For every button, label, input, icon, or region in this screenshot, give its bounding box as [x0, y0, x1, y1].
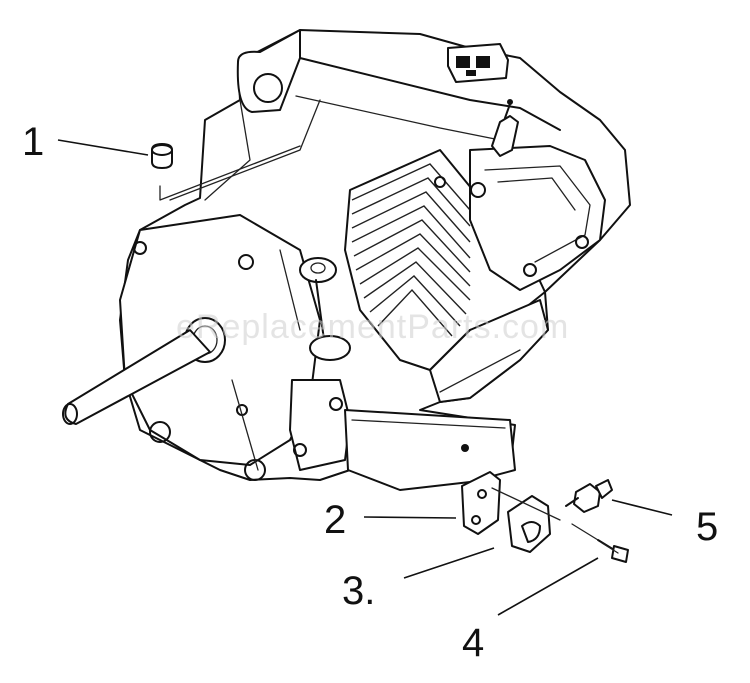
head-bolt — [470, 182, 486, 198]
callout-2: 2 — [324, 498, 346, 542]
cap-slot-right — [476, 56, 490, 68]
leader-lines — [57, 139, 673, 616]
front-cover — [119, 214, 321, 481]
governor-shaft — [315, 279, 325, 341]
cover-bolt — [238, 254, 254, 270]
part4-axis — [571, 523, 599, 541]
leader-1 — [57, 139, 149, 156]
cap-slot-bottom — [466, 70, 476, 76]
cylinder-head — [434, 145, 606, 291]
crankshaft — [62, 329, 211, 425]
oil-boss — [309, 335, 351, 361]
flange-bolt — [293, 443, 307, 457]
leader-2 — [363, 516, 457, 519]
base-plate — [344, 409, 516, 491]
watermark: eReplacementParts.com — [176, 308, 569, 346]
leader-3 — [403, 547, 495, 579]
part3-axis — [491, 487, 561, 521]
part-2-gasket — [461, 471, 501, 535]
head-bolt — [434, 176, 446, 188]
head-bolt — [575, 235, 589, 249]
cover-bolt — [133, 241, 147, 255]
cover-seam — [231, 379, 259, 471]
governor-boss-hole — [310, 262, 326, 274]
drain-hole — [461, 444, 469, 452]
inner-seam — [169, 99, 321, 201]
callout-5: 5 — [696, 505, 718, 549]
part-3-flange — [491, 487, 561, 553]
part-1-plug — [151, 143, 173, 169]
part-4-bolt — [571, 523, 629, 563]
shroud-edge — [439, 349, 521, 393]
part1-guide — [159, 145, 301, 201]
lift-hole — [253, 73, 283, 103]
housing-ridge — [295, 95, 501, 141]
governor-boss — [299, 257, 337, 283]
engine-assembly — [62, 29, 631, 491]
callout-4: 4 — [462, 621, 484, 665]
flange-bolt — [329, 397, 343, 411]
cover-seam — [279, 249, 301, 331]
callout-3: 3. — [342, 569, 375, 613]
leader-4 — [497, 557, 599, 616]
part-5-fitting — [565, 479, 613, 513]
callout-1: 1 — [22, 120, 44, 164]
housing-seam — [204, 99, 251, 201]
cylinder-fins — [344, 149, 546, 371]
cover-bolt — [149, 421, 171, 443]
housing-edge — [299, 57, 561, 131]
spark-plug — [491, 99, 519, 157]
cap-slot-left — [456, 56, 470, 68]
leader-5 — [611, 499, 673, 516]
head-bolt — [523, 263, 537, 277]
lower-shroud — [429, 299, 549, 403]
